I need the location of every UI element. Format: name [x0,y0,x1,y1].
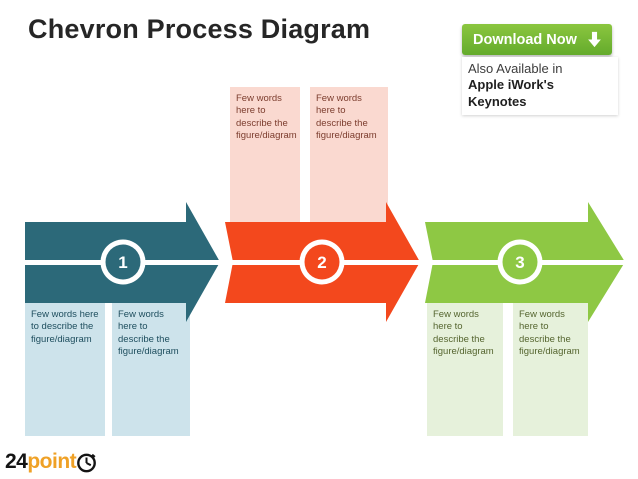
step2-description-box-right: Few words here to describe the figure/di… [310,87,388,230]
step3-description-box-right: Few words here to describe the figure/di… [513,303,588,436]
placeholder-text: Few words here to describe the figure/di… [519,309,580,358]
download-arrow-icon [588,31,601,48]
step1-circle-ring [100,239,146,285]
step2-circle [304,244,340,280]
placeholder-text: Few words here to describe the figure/di… [236,93,297,142]
center-line [25,260,625,265]
step2-circle-ring [299,239,345,285]
step3-number: 3 [515,253,524,272]
availability-line1: Also Available in [468,61,563,76]
step1-number: 1 [118,253,127,272]
step1-description-box-right: Few words here to describe the figure/di… [112,303,190,436]
step2-description-box-left: Few words here to describe the figure/di… [230,87,300,230]
page-title: Chevron Process Diagram [28,14,371,44]
step3-description-box-left: Few words here to describe the figure/di… [427,303,503,436]
availability-line2: Apple iWork's Keynotes [468,77,554,109]
clock-icon [77,453,97,472]
logo-number: 24 [5,450,28,473]
step3-circle-ring [497,239,543,285]
step1-circle [105,244,141,280]
availability-note: Also Available in Apple iWork's Keynotes [462,57,618,115]
download-button-label: Download Now [473,31,577,48]
step3-circle [502,244,538,280]
step1-description-box-left: Few words here to describe the figure/di… [25,303,105,436]
logo-word: point [27,450,77,473]
step2-number: 2 [317,253,326,272]
placeholder-text: Few words here to describe the figure/di… [433,309,494,358]
placeholder-text: Few words here to describe the figure/di… [316,93,377,142]
placeholder-text: Few words here to describe the figure/di… [31,309,99,345]
download-button[interactable]: Download Now [462,24,612,55]
placeholder-text: Few words here to describe the figure/di… [118,309,179,358]
